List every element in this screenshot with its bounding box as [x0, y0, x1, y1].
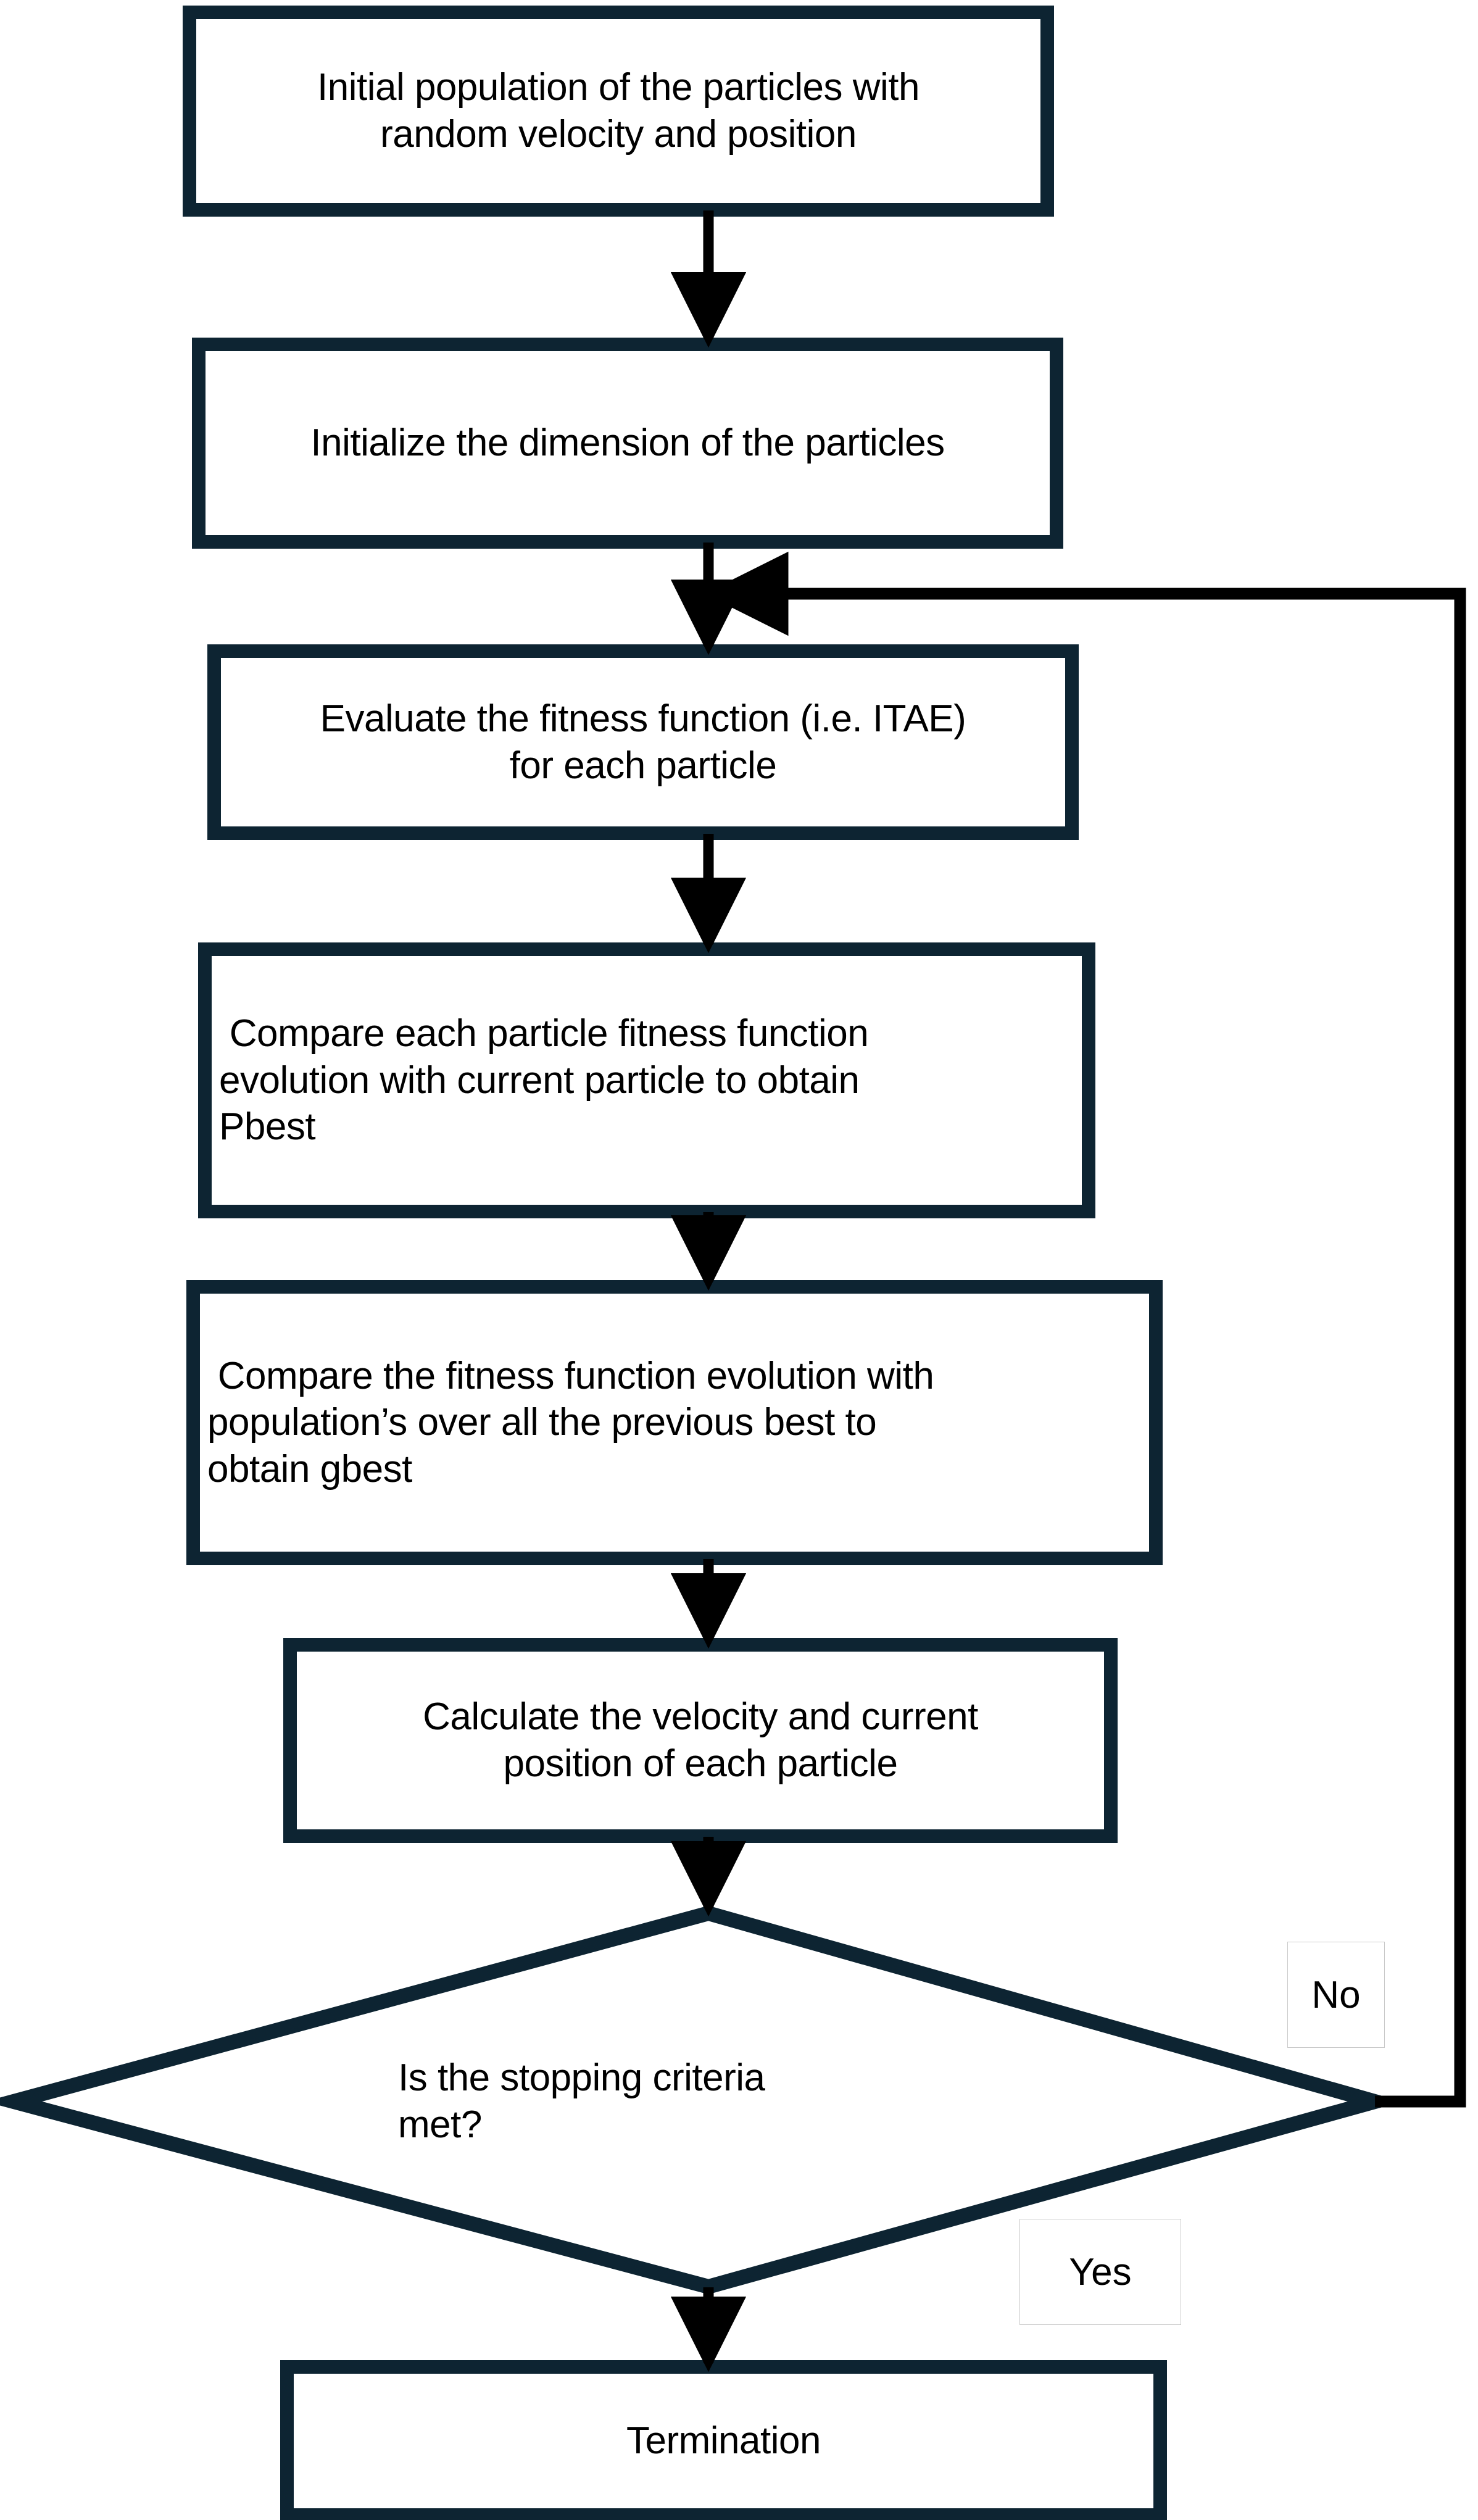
edge-label-text: Yes	[1069, 2250, 1132, 2293]
node-compare-pbest	[198, 942, 1095, 1218]
node-stopping-criteria	[0, 1905, 1403, 2295]
edge-label-no: No	[1287, 1942, 1385, 2048]
node-initial-population	[183, 6, 1054, 217]
feedback-loop-no-path	[704, 551, 1466, 2108]
node-termination	[280, 2360, 1167, 2520]
edge-label-yes: Yes	[1019, 2219, 1181, 2325]
edge-label-text: No	[1311, 1973, 1361, 2016]
node-compare-gbest	[186, 1280, 1163, 1565]
node-evaluate-fitness	[207, 644, 1079, 840]
node-initialize-dimension	[192, 338, 1063, 549]
node-calculate-velocity	[283, 1638, 1118, 1843]
